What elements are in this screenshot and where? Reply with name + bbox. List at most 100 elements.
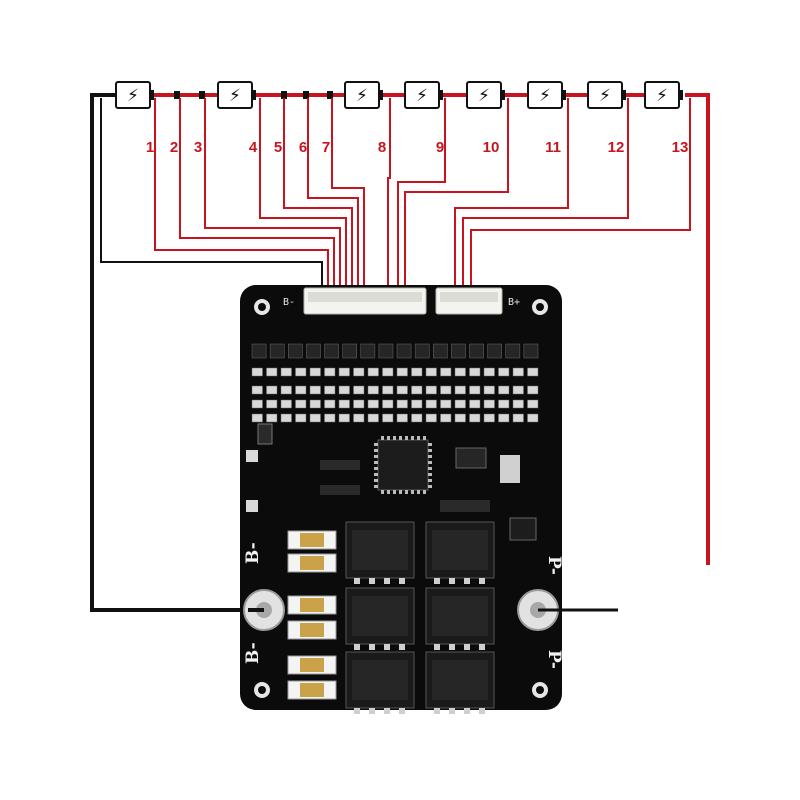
smd-resistor — [396, 413, 408, 423]
smd-resistor — [353, 367, 365, 377]
mosfet — [345, 651, 415, 714]
smd-resistor — [378, 343, 394, 359]
smd-resistor — [411, 413, 423, 423]
smd-resistor — [367, 367, 379, 377]
smd-resistor — [411, 367, 423, 377]
smd-resistor — [512, 385, 524, 395]
mosfet — [345, 587, 415, 650]
battery-cell: ⚡ — [404, 81, 443, 109]
lead-4 — [259, 98, 347, 312]
smd-resistor — [498, 385, 510, 395]
gold-pad — [287, 530, 337, 550]
battery-cell: ⚡ — [644, 81, 683, 109]
lightning-icon: ⚡ — [599, 86, 611, 106]
battery-cell: ⚡ — [527, 81, 566, 109]
smd-resistor — [469, 385, 481, 395]
mosfet — [425, 587, 495, 650]
smd-resistor — [367, 399, 379, 409]
smd-resistor — [425, 385, 437, 395]
mosfet — [425, 651, 495, 714]
tap-label: 2 — [170, 139, 178, 156]
battery-cell: ⚡ — [217, 81, 256, 109]
lead-13 — [470, 98, 691, 312]
smd-resistor — [251, 343, 267, 359]
smd-resistor — [396, 343, 412, 359]
smd-resistor — [396, 367, 408, 377]
smd-resistor — [324, 385, 336, 395]
smd-resistor — [433, 343, 448, 359]
lightning-icon: ⚡ — [478, 86, 490, 106]
smd-resistor — [360, 343, 376, 359]
b-minus-label-top: B- — [243, 542, 263, 564]
smd-resistor — [324, 413, 336, 423]
tap-label: 13 — [672, 139, 689, 156]
lead-12 — [462, 98, 629, 312]
gold-pad — [287, 553, 337, 573]
smd-resistor — [505, 343, 521, 359]
smd-resistor — [280, 385, 292, 395]
connector-right-silk: B+ — [508, 297, 520, 308]
smd-resistor — [382, 367, 394, 377]
smd-resistor — [425, 367, 437, 377]
resistor-array — [251, 343, 539, 423]
smd-resistor — [396, 385, 408, 395]
tap-label: 8 — [378, 139, 386, 156]
smd-resistor — [295, 385, 307, 395]
smd-resistor — [527, 399, 539, 409]
smd-resistor — [411, 385, 423, 395]
smd-resistor — [309, 385, 321, 395]
smd-resistor — [353, 385, 365, 395]
smd-resistor — [367, 413, 379, 423]
smd-resistor — [440, 367, 452, 377]
smd-resistor — [527, 367, 539, 377]
smd-resistor — [425, 413, 437, 423]
lead-7 — [331, 98, 365, 312]
ic-pins — [374, 436, 432, 494]
smd-resistor — [309, 399, 321, 409]
smd-resistor — [483, 385, 495, 395]
smd-resistor — [411, 399, 423, 409]
smd-resistor — [498, 413, 510, 423]
bms-board: B- B+ B- B- P- P- — [240, 285, 564, 714]
smd-resistor — [523, 343, 539, 359]
smd-resistor — [454, 413, 466, 423]
smd-resistor — [487, 343, 502, 359]
smd-resistor — [280, 413, 292, 423]
lead-0 — [100, 98, 323, 312]
smd-resistor — [338, 385, 350, 395]
tap-label: 10 — [483, 139, 500, 156]
smd-resistor — [280, 399, 292, 409]
mosfet — [345, 521, 415, 584]
battery-cells: ⚡⚡⚡⚡⚡⚡⚡⚡ — [115, 81, 683, 109]
smd-resistor — [251, 367, 263, 377]
tap-label: 1 — [146, 139, 154, 156]
smd-resistor — [353, 413, 365, 423]
smd-resistor — [469, 367, 481, 377]
smd-resistor — [306, 343, 321, 359]
lead-2 — [179, 98, 335, 312]
smd-resistor — [266, 413, 278, 423]
smd-resistor — [342, 343, 357, 359]
smd-resistor — [512, 413, 524, 423]
gold-pad — [287, 595, 337, 615]
p-minus-label-bottom: P- — [544, 650, 564, 669]
smd-resistor — [295, 399, 307, 409]
gold-pads — [287, 530, 337, 700]
tap-label: 11 — [545, 139, 561, 156]
smd-resistor — [382, 385, 394, 395]
tap-label: 3 — [194, 139, 202, 156]
tap-label: 9 — [436, 139, 444, 156]
gold-pad — [287, 655, 337, 675]
tap-label: 7 — [322, 139, 330, 156]
lead-5 — [283, 98, 353, 312]
smd-resistor — [483, 367, 495, 377]
smd-resistor — [451, 343, 466, 359]
b-minus-label-bottom: B- — [243, 642, 263, 664]
smd-resistor — [309, 367, 321, 377]
smd-resistor — [454, 367, 466, 377]
battery-cell: ⚡ — [344, 81, 383, 109]
smd-resistor — [454, 399, 466, 409]
smd-resistor — [498, 399, 510, 409]
lead-6 — [307, 98, 359, 312]
